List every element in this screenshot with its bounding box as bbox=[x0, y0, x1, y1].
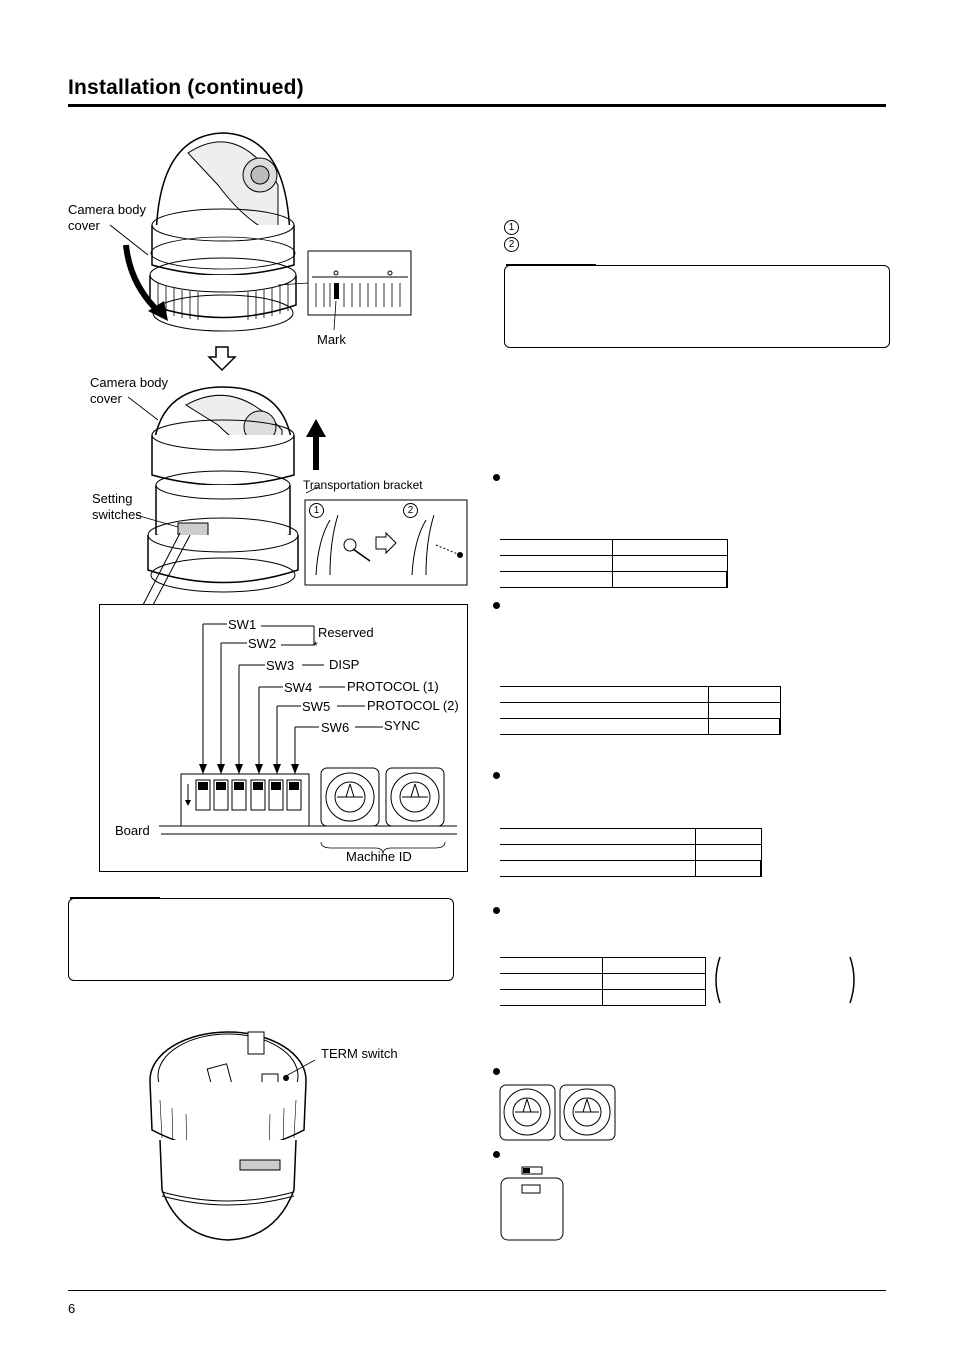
settings-table-3 bbox=[500, 828, 762, 877]
sw2-label: SW2 bbox=[248, 636, 277, 651]
transportation-bracket-label: Transportation bracket bbox=[303, 478, 423, 492]
parenthesis-bracket bbox=[715, 956, 855, 1004]
camera-body-cover-label: Camera body cover bbox=[68, 202, 147, 233]
protocol2-label: PROTOCOL (2) bbox=[367, 698, 459, 713]
sw6-label: SW6 bbox=[321, 720, 350, 735]
note-tab-right bbox=[506, 264, 596, 266]
bullet bbox=[493, 1068, 500, 1075]
sw5-label: SW5 bbox=[302, 699, 331, 714]
bullet bbox=[493, 602, 500, 609]
setting-switches-label: Setting switches bbox=[92, 491, 142, 522]
right-step-1-marker: 1 bbox=[504, 220, 519, 235]
bullet bbox=[493, 772, 500, 779]
down-arrow-icon bbox=[207, 346, 237, 372]
step-1-marker: 1 bbox=[309, 503, 324, 518]
machine-id-label: Machine ID bbox=[346, 849, 412, 864]
sw3-label: SW3 bbox=[266, 658, 295, 673]
term-switch-label: TERM switch bbox=[321, 1046, 398, 1061]
page-number: 6 bbox=[68, 1301, 76, 1316]
board-label: Board bbox=[115, 823, 150, 838]
disp-label: DISP bbox=[329, 657, 360, 672]
note-box-left bbox=[68, 898, 454, 981]
camera-cover-figure bbox=[109, 132, 412, 332]
sw1-label: SW1 bbox=[228, 617, 257, 632]
switch-diagram bbox=[159, 623, 457, 855]
title-rule bbox=[68, 104, 886, 107]
protocol1-label: PROTOCOL (1) bbox=[347, 679, 439, 694]
bullet bbox=[493, 907, 500, 914]
reserved-asterisk: * bbox=[313, 639, 318, 653]
term-switch-icon bbox=[500, 1166, 564, 1241]
sw4-label: SW4 bbox=[284, 680, 313, 695]
note-box-right bbox=[504, 265, 890, 348]
camera-body-cover-label-2: Camera body cover bbox=[90, 375, 169, 406]
camera-bottom-figure bbox=[149, 1031, 316, 1241]
note-tab-left bbox=[70, 897, 160, 899]
settings-table-1 bbox=[500, 539, 728, 588]
settings-table-2 bbox=[500, 686, 781, 735]
bullet bbox=[493, 474, 500, 481]
settings-table-4 bbox=[500, 957, 706, 1006]
sync-label: SYNC bbox=[384, 718, 421, 733]
right-step-2-marker: 2 bbox=[504, 237, 519, 252]
mark-label: Mark bbox=[317, 332, 346, 347]
reserved-label: Reserved bbox=[318, 625, 374, 640]
bullet bbox=[493, 1151, 500, 1158]
camera-open-figure bbox=[127, 386, 468, 605]
step-2-marker: 2 bbox=[403, 503, 418, 518]
rotary-switches-icon bbox=[499, 1084, 616, 1141]
page-title: Installation (continued) bbox=[68, 76, 304, 99]
switch-panel bbox=[99, 604, 468, 872]
footer-rule bbox=[68, 1290, 886, 1291]
